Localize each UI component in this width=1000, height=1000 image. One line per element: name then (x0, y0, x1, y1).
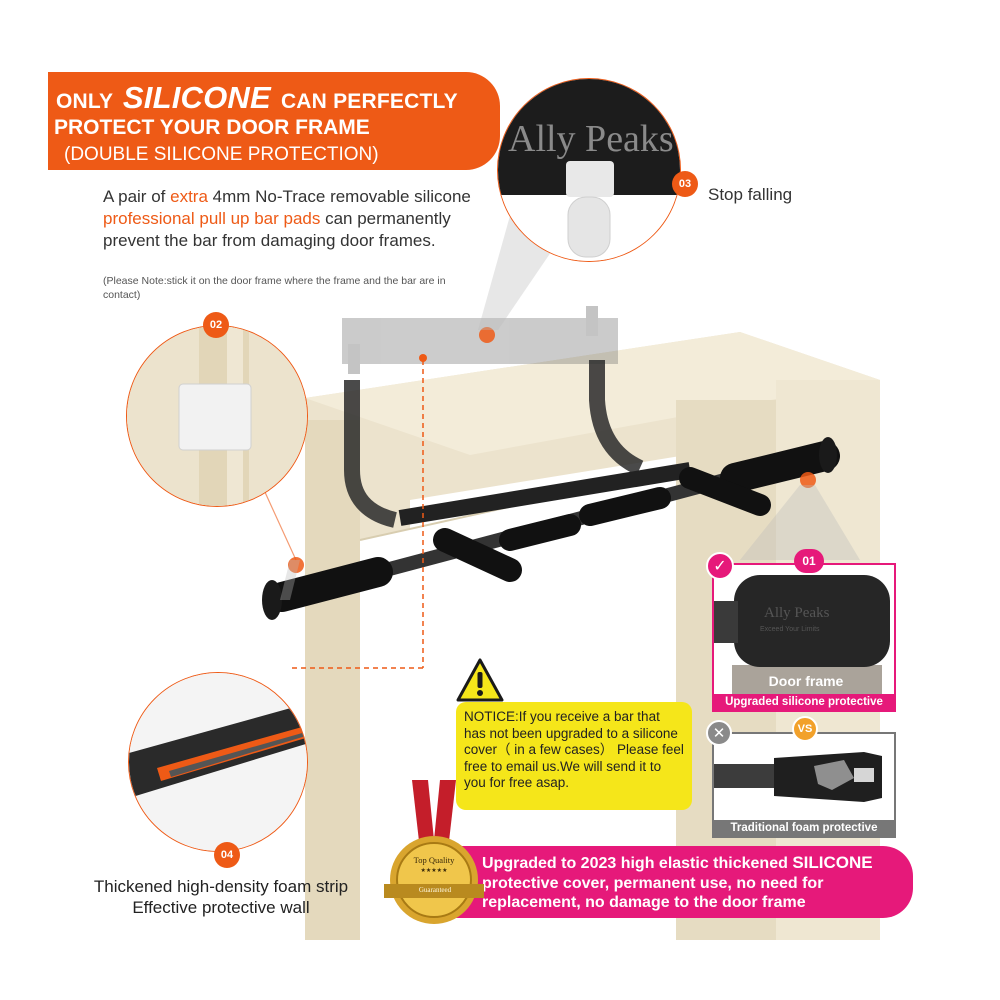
seal-stars: ★★★★★ (420, 868, 448, 874)
stop-falling-label: Stop falling (708, 185, 793, 204)
vs-badge: VS (792, 716, 818, 742)
badge-01: 01 (794, 549, 824, 573)
foam-strip-image (129, 673, 307, 851)
upgraded-silicone-label: Upgraded silicone protective (714, 694, 894, 710)
seal-line-1: Top Quality (413, 855, 455, 865)
door-frame-label: Door frame (768, 673, 844, 689)
header-silicone-word: SILICONE (122, 80, 271, 115)
promo-text: Upgraded to 2023 high elastic thickened … (482, 853, 873, 911)
brand-engraving: Ally Peaks (508, 118, 674, 160)
foam-grip-image (714, 734, 894, 822)
notice-box: NOTICE:If you receive a bar that has not… (456, 702, 692, 810)
cross-icon: ✕ (706, 720, 732, 746)
header-line-1: ONLY SILICONE CAN PERFECTLY (56, 80, 458, 115)
badge-02: 02 (203, 312, 229, 338)
check-icon: ✓ (706, 552, 734, 580)
foam-strip-caption: Thickened high-density foam strip Effect… (93, 877, 349, 917)
promo-banner (424, 846, 913, 918)
grip-tagline-engraving: Exceed Your Limits (760, 626, 820, 633)
traditional-foam-panel: Traditional foam protective (712, 732, 896, 838)
badge-04: 04 (214, 842, 240, 868)
callout-circle-02 (126, 325, 308, 507)
header-line-3: (DOUBLE SILICONE PROTECTION) (64, 144, 379, 165)
silicone-grip-image: Ally Peaks Exceed Your Limits (714, 565, 894, 695)
warning-icon (456, 658, 504, 702)
quality-seal-icon (384, 780, 484, 924)
header-banner (48, 72, 500, 170)
callout-circle-03: Ally Peaks (497, 78, 681, 262)
install-note: (Please Note:stick it on the door frame … (103, 275, 446, 301)
callout-circle-04 (128, 672, 308, 852)
upgraded-silicone-panel: Ally Peaks Exceed Your Limits Upgraded s… (712, 563, 896, 712)
description-text: A pair of extra 4mm No-Trace removable s… (103, 187, 471, 250)
grip-brand-engraving: Ally Peaks (764, 605, 830, 621)
seal-line-2: Guaranteed (418, 886, 452, 894)
header-line-2: PROTECT YOUR DOOR FRAME (54, 116, 370, 139)
top-bracket (342, 306, 618, 374)
pad-closeup-image: Ally Peaks (498, 79, 680, 261)
door-frame-pad-image (127, 326, 307, 506)
badge-03: 03 (672, 171, 698, 197)
traditional-foam-label: Traditional foam protective (714, 820, 894, 836)
